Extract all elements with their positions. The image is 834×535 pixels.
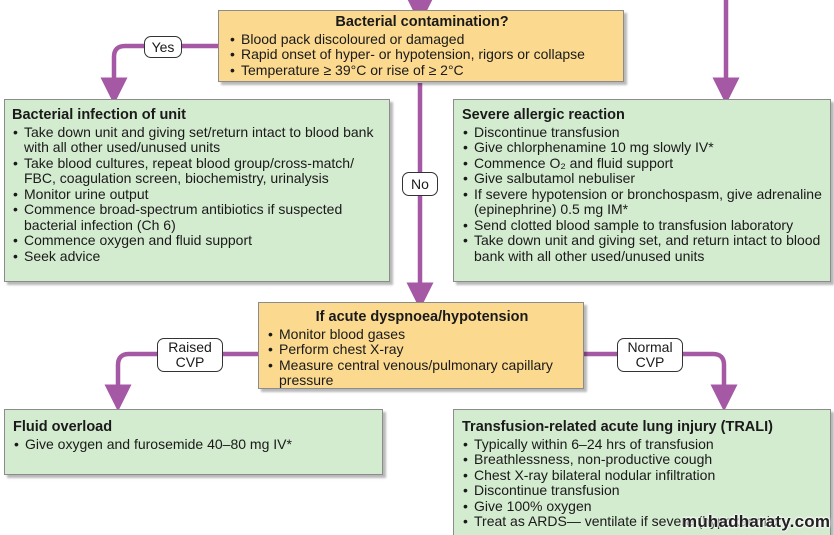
connector-yes-to-infection [100,43,218,105]
trali-title: Transfusion-related acute lung injury (T… [462,419,773,435]
list-item: Discontinue transfusion [462,124,824,141]
list-item: Commence O₂ and fluid support [462,155,824,172]
connector-raised-cvp-to-fluid-overload [104,351,258,412]
list-item: Take down unit and giving set, and retur… [462,232,824,264]
bacterial-infection-list: Take down unit and giving set/return int… [12,124,383,265]
bacterial-contamination-title: Bacterial contamination? [335,14,509,30]
list-item: Discontinue transfusion [462,482,826,499]
trali-box: Transfusion-related acute lung injury (T… [453,409,831,535]
list-item: Perform chest X-ray [267,341,577,358]
list-item: Chest X-ray bilateral nodular infiltrati… [462,467,826,484]
raised-cvp-label-line1: Raised [168,339,212,355]
list-item: Send clotted blood sample to transfusion… [462,217,824,234]
list-item: Give 100% oxygen [462,498,826,515]
yes-label: Yes [144,36,182,58]
list-item: Give salbutamol nebuliser [462,170,824,187]
raised-cvp-label-line2: CVP [175,354,205,370]
acute-dyspnoea-list: Monitor blood gases Perform chest X-ray … [267,326,577,389]
list-item: Give chlorphenamine 10 mg slowly IV* [462,139,824,156]
list-item: Temperature ≥ 39°C or rise of ≥ 2°C [229,62,615,79]
list-item: Commence broad-spectrum antibiotics if s… [12,201,383,233]
list-item: Typically within 6–24 hrs of transfusion [462,436,826,453]
list-item: Blood pack discoloured or damaged [229,31,615,48]
connector-normal-cvp-to-trali [584,351,738,412]
fluid-overload-box: Fluid overload Give oxygen and furosemid… [4,409,383,475]
yes-label-text: Yes [151,38,175,55]
severe-allergic-reaction-list: Discontinue transfusion Give chlorphenam… [462,124,824,265]
list-item: Commence oxygen and fluid support [12,232,383,249]
normal-cvp-label-line2: CVP [635,354,665,370]
list-item: Give oxygen and furosemide 40–80 mg IV* [13,436,376,453]
list-item: Monitor urine output [12,186,383,203]
raised-cvp-label: Raised CVP [157,338,223,372]
severe-allergic-reaction-box: Severe allergic reaction Discontinue tra… [453,99,831,282]
trali-list: Typically within 6–24 hrs of transfusion… [462,436,826,530]
bacterial-infection-box: Bacterial infection of unit Take down un… [4,99,390,282]
fluid-overload-list: Give oxygen and furosemide 40–80 mg IV* [13,436,376,453]
fluid-overload-title: Fluid overload [13,419,113,435]
bacterial-infection-title: Bacterial infection of unit [12,107,187,123]
list-item: Treat as ARDS— ventilate if severe (hypo… [462,513,826,530]
list-item: Take down unit and giving set/return int… [12,124,383,156]
list-item: If severe hypotension or bronchospasm, g… [462,186,824,218]
list-item: Rapid onset of hyper- or hypotension, ri… [229,46,615,63]
normal-cvp-label-line1: Normal [627,339,673,355]
acute-dyspnoea-title: If acute dyspnoea/hypotension [315,309,529,325]
acute-dyspnoea-box: If acute dyspnoea/hypotension Monitor bl… [258,302,584,389]
no-label: No [402,172,438,196]
watermark: muhadharaty.com [682,512,831,531]
list-item: Breathlessness, non-productive cough [462,451,826,468]
severe-allergic-reaction-title: Severe allergic reaction [462,107,625,123]
list-item: Take blood cultures, repeat blood group/… [12,155,383,187]
list-item: Seek advice [12,248,383,265]
bacterial-contamination-box: Bacterial contamination? Blood pack disc… [218,10,624,82]
list-item: Measure central venous/pulmonary capilla… [267,357,577,389]
list-item: Monitor blood gases [267,326,577,343]
no-label-text: No [411,175,429,192]
bacterial-contamination-list: Blood pack discoloured or damaged Rapid … [229,31,615,79]
normal-cvp-label: Normal CVP [617,338,683,372]
